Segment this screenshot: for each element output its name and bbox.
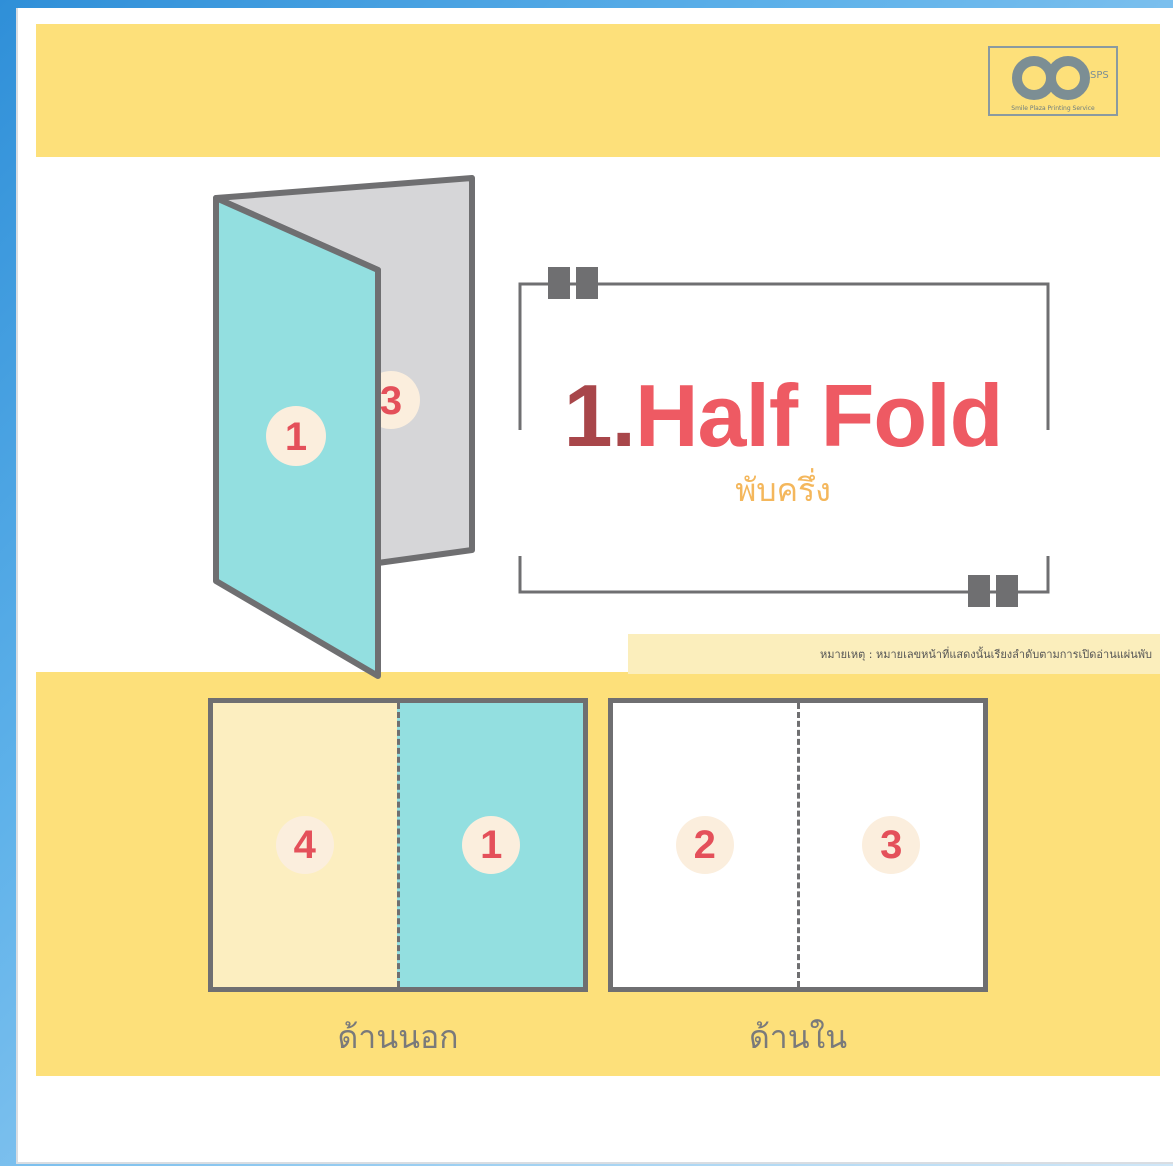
page-number-badge: 2 [676,816,734,874]
outside-panel: 4 1 [208,698,588,992]
inside-panel: 2 3 [608,698,988,992]
frame-clip-right-b [996,575,1018,607]
outside-left-page: 4 [213,703,397,987]
title-text: Half Fold [635,366,1002,465]
inside-left-page: 2 [613,703,797,987]
frame-clip-right-a [968,575,990,607]
page-number-badge: 3 [862,816,920,874]
note-banner: หมายเหตุ : หมายเลขหน้าที่แสดงนั้นเรียงลำ… [628,634,1160,674]
image-frame: SPS Smile Plaza Printing Service 3 1 1.H… [16,8,1173,1164]
page-number-badge: 4 [276,816,334,874]
title-frame [18,8,1173,1164]
page-number-badge: 1 [462,816,520,874]
inside-right-page: 3 [797,703,984,987]
page-subtitle: พับครึ่ง [518,474,1048,506]
frame-clip-left-b [576,267,598,299]
outside-caption: ด้านนอก [208,1012,588,1063]
page-title: 1.Half Fold [518,372,1048,460]
title-number: 1. [564,366,635,465]
outside-right-page: 1 [397,703,584,987]
frame-clip-left-a [548,267,570,299]
inside-caption: ด้านใน [608,1012,988,1063]
